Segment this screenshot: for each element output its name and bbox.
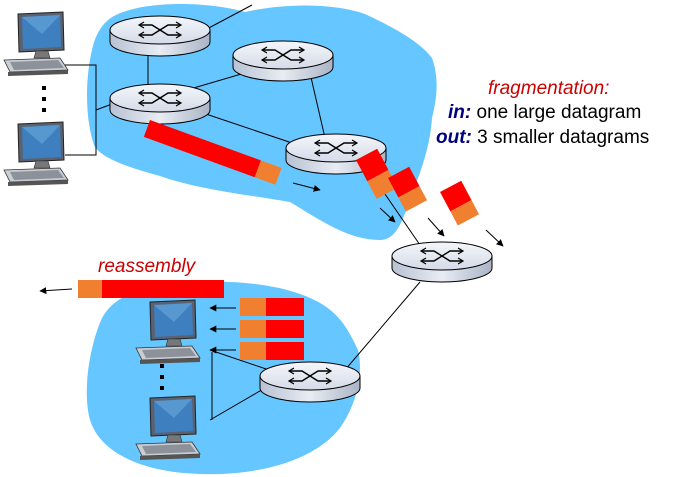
upper-network-cloud	[87, 4, 437, 240]
datagram-fragment	[388, 166, 428, 212]
arrow-icon	[39, 287, 73, 295]
fragmentation-heading: fragmentation:	[488, 78, 610, 99]
router-icon	[232, 40, 334, 82]
datagram-fragment	[440, 180, 480, 226]
desktop-computer-icon	[3, 121, 69, 187]
arrow-icon	[379, 207, 396, 223]
arrived-fragment	[240, 342, 304, 360]
in-text: one large datagram	[476, 102, 642, 123]
arrived-fragment	[240, 298, 304, 316]
in-caption-line: in: one large datagram	[448, 102, 641, 124]
out-text: 3 smaller datagrams	[477, 127, 650, 148]
vertical-ellipsis-icon	[160, 364, 164, 390]
router-icon	[109, 83, 211, 125]
router-icon	[109, 15, 211, 57]
router-icon	[259, 361, 361, 403]
reassembled-datagram	[78, 280, 224, 298]
desktop-computer-icon	[3, 11, 69, 77]
arrow-icon	[292, 182, 321, 192]
large-datagram	[143, 120, 282, 185]
out-label: out:	[436, 127, 472, 148]
reassembly-label: reassembly	[98, 256, 196, 277]
vertical-ellipsis-icon	[42, 86, 46, 112]
arrived-fragment	[240, 320, 304, 338]
arrow-icon	[485, 229, 504, 247]
router-icon	[391, 241, 493, 283]
out-caption-line: out: 3 smaller datagrams	[436, 127, 649, 149]
in-label: in:	[448, 102, 472, 123]
arrow-icon	[427, 217, 445, 237]
